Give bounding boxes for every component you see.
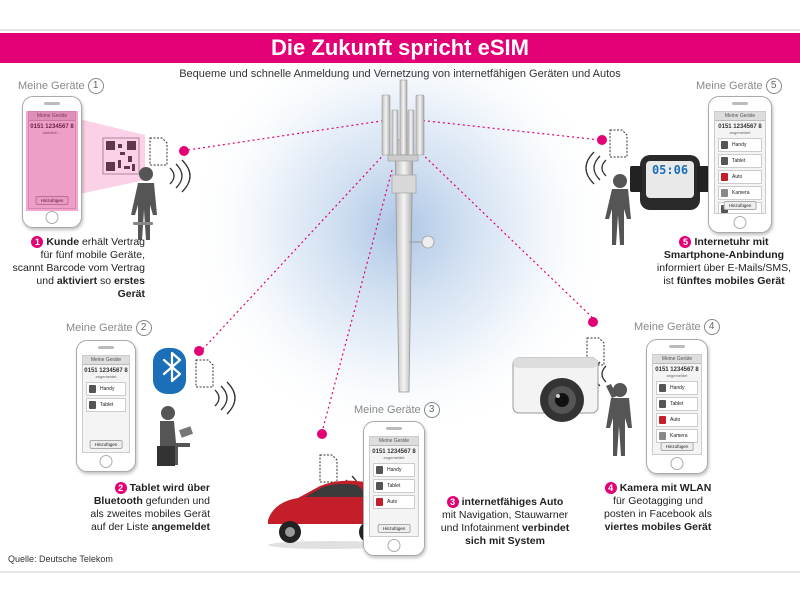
bluetooth-icon xyxy=(153,348,186,394)
phone-4-device: Kamera xyxy=(656,429,698,443)
phone-4: Meine Geräte 0151 1234567 8 angemeldet H… xyxy=(646,339,708,474)
phone-4-device: Auto xyxy=(656,413,698,427)
phone-1: Meine Geräte 0151 1234567 8 aktiviert/… … xyxy=(22,96,82,228)
page-title: Die Zukunft spricht eSIM xyxy=(0,33,800,63)
signal-dots xyxy=(179,135,607,439)
signal-lines xyxy=(187,119,601,433)
phone-4-device: Tablet xyxy=(656,397,698,411)
phone-2: Meine Geräte 0151 1234567 8 angemeldet H… xyxy=(76,340,136,472)
phone-3-device: Auto xyxy=(373,495,415,509)
phone-2-device: Tablet xyxy=(86,398,126,412)
phone-2-device: Handy xyxy=(86,382,126,396)
person-scanning xyxy=(131,167,157,240)
phone-1-add-button: Hinzufügen xyxy=(35,196,69,205)
phone-4-add-button: Hinzufügen xyxy=(660,442,694,451)
watch-time: 05:06 xyxy=(651,163,689,177)
phone-3-device: Tablet xyxy=(373,479,415,493)
phone-5: Meine Geräte 0151 1234567 8 angemeldet H… xyxy=(708,96,772,233)
qr-barcode xyxy=(102,137,140,175)
phone-5-device: Tablet xyxy=(718,154,762,168)
phone-3-add-button: Hinzufügen xyxy=(377,524,411,533)
smartwatch xyxy=(630,155,709,210)
camera xyxy=(512,357,599,422)
cell-tower xyxy=(381,79,435,393)
scan-beam xyxy=(75,118,145,195)
phone-5-add-button: Hinzufügen xyxy=(723,201,757,210)
page-subtitle: Bequeme und schnelle Anmeldung und Verne… xyxy=(179,68,621,80)
phone-5-device: Auto xyxy=(718,170,762,184)
source-credit: Quelle: Deutsche Telekom xyxy=(8,554,113,564)
phone-2-add-button: Hinzufügen xyxy=(89,440,123,449)
phone-5-device: Handy xyxy=(718,138,762,152)
phone-3: Meine Geräte 0151 1234567 8 angemeldet H… xyxy=(363,421,425,556)
person-sitting xyxy=(157,406,194,466)
phone-4-device: Handy xyxy=(656,381,698,395)
person-photographing xyxy=(606,383,632,456)
phone-3-device: Handy xyxy=(373,463,415,477)
person-watch xyxy=(605,174,631,245)
phone-5-device: Kamera xyxy=(718,186,762,200)
